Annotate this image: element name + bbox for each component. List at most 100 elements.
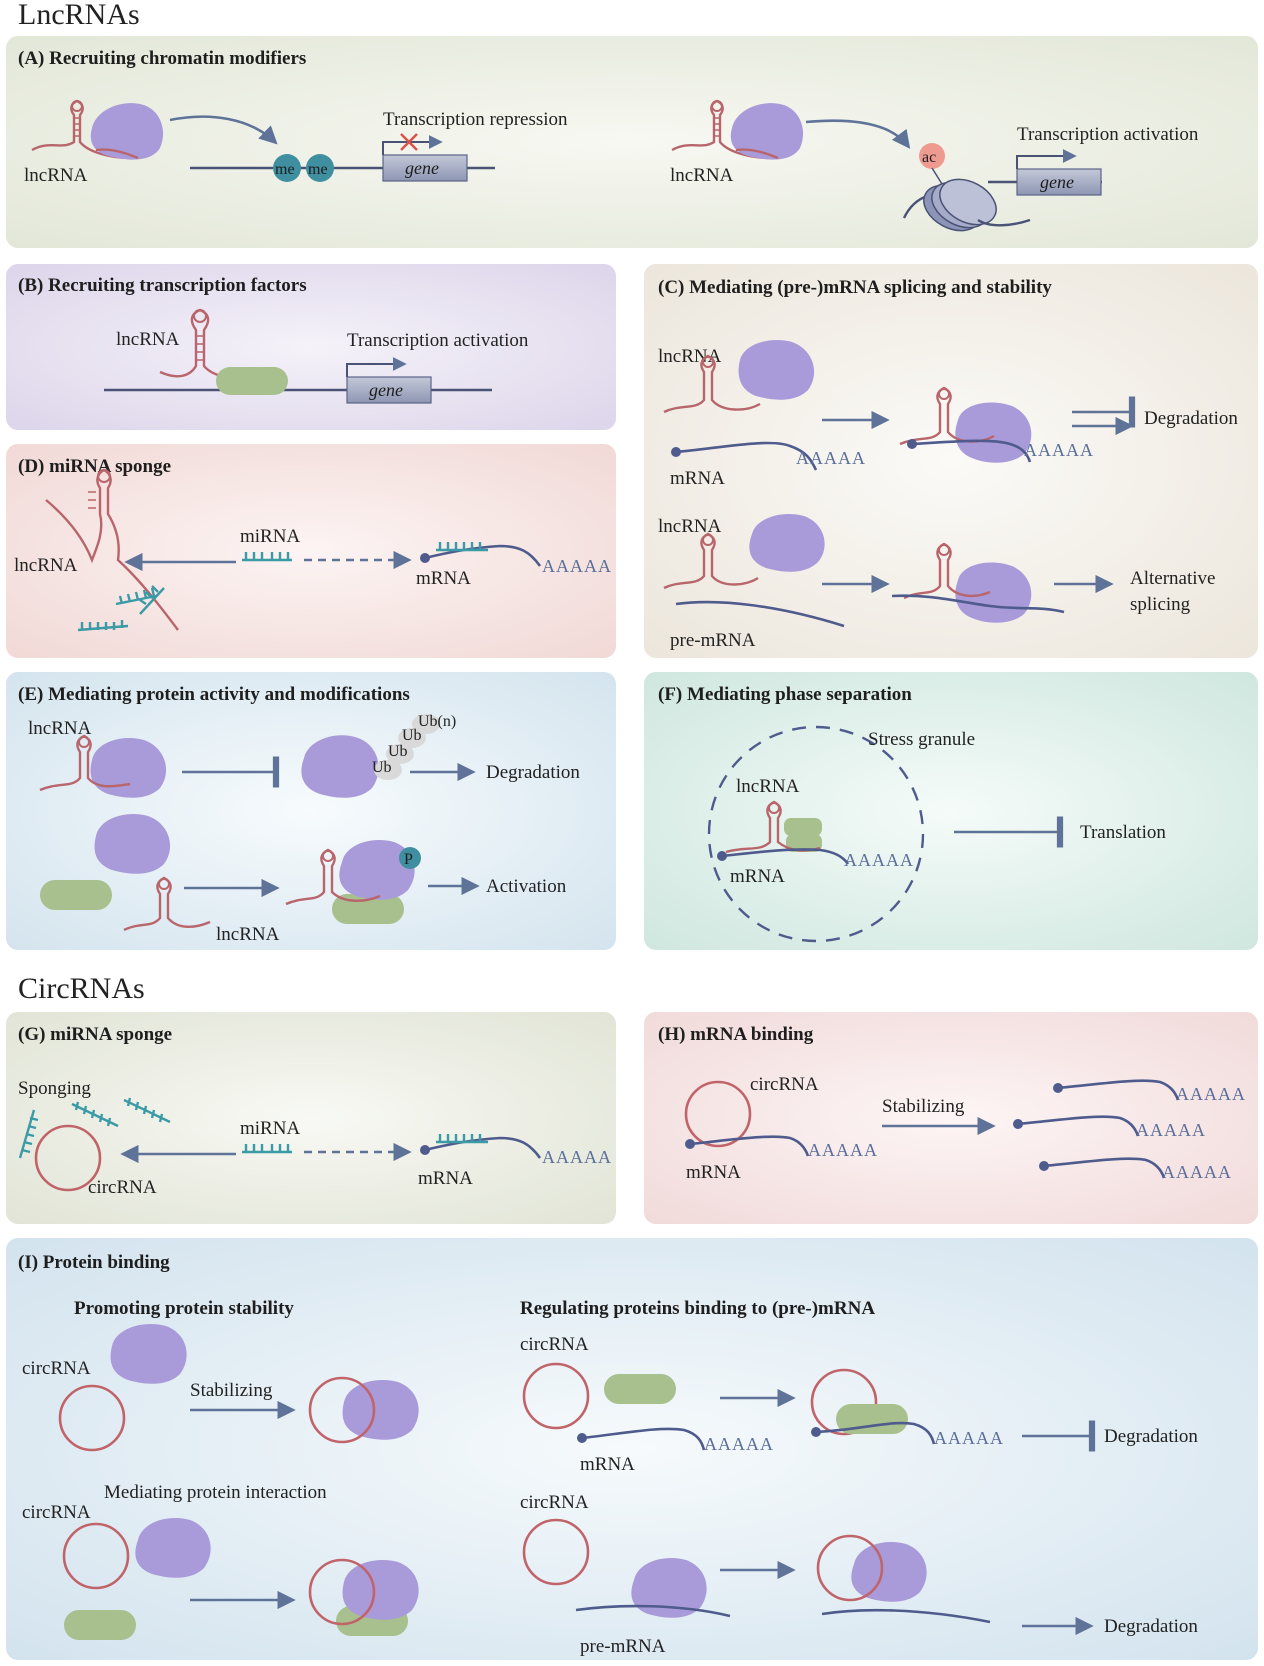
lncrna-protein-complex-a-left [31, 99, 164, 160]
label-lncrna-a-right: lncRNA [670, 165, 734, 186]
label-ac: ac [922, 149, 936, 166]
label-polya-i2: AAAAA [934, 1428, 1004, 1448]
circrna-g [34, 1124, 102, 1192]
panel-h-background [644, 1012, 1258, 1224]
label-circrna-g: circRNA [88, 1177, 157, 1198]
protein-i2 [135, 1518, 211, 1578]
label-me-1: me [275, 161, 295, 178]
label-circrna-i4: circRNA [520, 1492, 589, 1513]
label-mrna-i: mRNA [580, 1454, 635, 1475]
mirna-g [242, 1144, 292, 1154]
mrna-i [581, 1427, 706, 1451]
label-degradation-i1: Degradation [1104, 1426, 1198, 1447]
bound-mirna-on-mrna [436, 542, 488, 552]
protein-c2 [749, 514, 825, 572]
label-degradation-i2: Degradation [1104, 1616, 1198, 1637]
panel-f: (F) Mediating phase separation Stress gr… [644, 672, 1258, 950]
mrna-h [689, 1135, 810, 1157]
label-alternative: Alternative [1130, 568, 1215, 589]
arrow-a-left [169, 115, 278, 145]
methyl-mark-2 [306, 154, 334, 182]
tss-arrow-b [346, 357, 407, 377]
stabilized-mrna-3 [1043, 1157, 1166, 1179]
label-gene-b: gene [369, 380, 403, 400]
section-title-circrnas: CircRNAs [18, 972, 145, 1005]
stabilized-mrna-2 [1017, 1115, 1140, 1137]
label-lncrna-e1: lncRNA [28, 718, 92, 739]
label-degradation-e: Degradation [486, 762, 580, 783]
mirna-d [242, 552, 292, 562]
label-stabilizing-h: Stabilizing [882, 1096, 965, 1117]
panel-g: (G) miRNA sponge Sponging circRNA miRNA … [6, 1012, 616, 1224]
panel-f-title: (F) Mediating phase separation [658, 684, 912, 705]
label-mirna-g: miRNA [240, 1118, 300, 1139]
phospho-mark [399, 847, 421, 869]
tss-arrow-a-right [1016, 149, 1077, 169]
green-protein-e [40, 880, 112, 910]
green-protein-i [64, 1610, 136, 1640]
label-polya-h-c: AAAAA [1162, 1162, 1232, 1182]
panel-b: (B) Recruiting transcription factors lnc… [6, 264, 616, 430]
panel-g-background [6, 1012, 616, 1224]
nucleosome [902, 178, 1031, 232]
sponged-mirnas [18, 1097, 171, 1159]
label-polya-i1: AAAAA [704, 1434, 774, 1454]
complex-e2 [285, 840, 415, 924]
label-ub-n: Ub(n) [418, 713, 456, 730]
mrna-d [424, 544, 542, 567]
label-me-2: me [308, 161, 328, 178]
label-ub-2: Ub [388, 743, 408, 760]
label-polya-d: AAAAA [542, 556, 612, 576]
protein-e-ub [301, 735, 379, 798]
green-protein-i3 [604, 1374, 676, 1404]
label-transcription-activation-b: Transcription activation [347, 330, 529, 351]
panel-e-title: (E) Mediating protein activity and modif… [18, 684, 410, 705]
label-circrna-i3: circRNA [520, 1334, 589, 1355]
label-sponging: Sponging [18, 1078, 91, 1099]
gene-box-a-left [382, 154, 468, 182]
panel-b-title: (B) Recruiting transcription factors [18, 275, 307, 296]
gene-box-a-right [1016, 168, 1102, 196]
protein-blob [90, 103, 164, 160]
mrna-f [721, 848, 850, 865]
label-activation-e: Activation [486, 876, 567, 897]
label-lncrna-c2: lncRNA [658, 516, 722, 537]
panel-a-title: (A) Recruiting chromatin modifiers [18, 48, 306, 69]
repression-cross-icon [400, 133, 418, 151]
panel-h: (H) mRNA binding circRNA mRNA AAAAA Stab… [644, 1012, 1258, 1224]
circrna-i1 [58, 1384, 126, 1452]
section-title-lncrnas: LncRNAs [18, 0, 140, 31]
label-regulating-proteins-binding: Regulating proteins binding to (pre-)mRN… [520, 1298, 875, 1319]
panel-d: (D) miRNA sponge lncRNA miRNA mRNA AAAAA [6, 444, 616, 658]
stabilized-mrna-1 [1057, 1079, 1180, 1101]
complex-c1 [899, 386, 1032, 463]
protein-i4 [631, 1558, 707, 1618]
label-lncrna-f: lncRNA [736, 776, 800, 797]
label-transcription-activation-a: Transcription activation [1017, 124, 1199, 145]
label-degradation-c: Degradation [1144, 408, 1238, 429]
label-lncrna-c1: lncRNA [658, 346, 722, 367]
label-ub-3: Ub [402, 727, 422, 744]
label-p: P [404, 851, 413, 868]
panel-i-background [6, 1238, 1258, 1660]
panel-f-background [644, 672, 1258, 950]
panel-c-title: (C) Mediating (pre-)mRNA splicing and st… [658, 277, 1052, 298]
label-splicing: splicing [1130, 594, 1191, 615]
label-mrna-h: mRNA [686, 1162, 741, 1183]
label-mrna-c: mRNA [670, 468, 725, 489]
label-mediating-protein-interaction: Mediating protein interaction [104, 1482, 327, 1503]
complex-i3 [810, 1368, 936, 1445]
bound-mirna-d [77, 585, 165, 632]
protein-c1 [738, 340, 815, 400]
acetyl-mark [919, 143, 945, 169]
protein-i1 [110, 1324, 187, 1384]
panel-a: (A) Recruiting chromatin modifiers lncRN… [6, 36, 1258, 248]
complex-c2 [891, 542, 1065, 623]
complex-i2 [308, 1558, 419, 1636]
circrna-h [684, 1080, 752, 1148]
panel-e: (E) Mediating protein activity and modif… [6, 672, 616, 950]
label-ub-1: Ub [372, 759, 392, 776]
gene-box-b [346, 376, 432, 404]
mrna-c1 [675, 441, 818, 471]
